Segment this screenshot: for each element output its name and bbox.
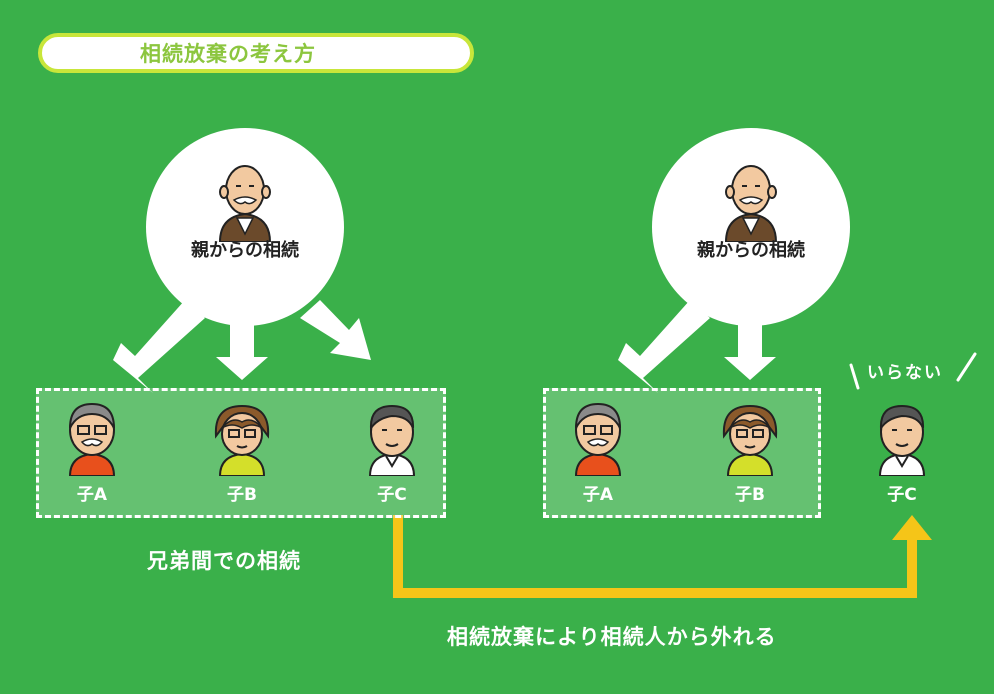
grandfather-icon	[218, 165, 272, 242]
child-label: 子C	[377, 485, 407, 505]
page-title: 相続放棄の考え方	[140, 42, 316, 66]
child-label: 子A	[582, 485, 614, 505]
remark-slash-left	[849, 363, 860, 390]
child-label: 子A	[76, 485, 108, 505]
man-icon	[878, 404, 926, 476]
remark-slash-right	[956, 352, 977, 382]
woman-icon	[214, 404, 270, 476]
arrows-left	[113, 300, 371, 393]
sibling-caption: 兄弟間での相続	[147, 549, 301, 573]
parent-circle-left: 親からの相続	[146, 128, 344, 326]
parent-label-left: 親からの相続	[191, 240, 299, 261]
arrow-to-child-a-left	[113, 300, 205, 393]
arrow-to-child-b-right	[724, 318, 776, 380]
title-banner: 相続放棄の考え方	[38, 33, 474, 73]
removal-path-arrowhead	[892, 515, 932, 540]
renunciation-caption: 相続放棄により相続人から外れる	[447, 625, 777, 649]
child-label: 子B	[227, 485, 257, 505]
woman-icon	[722, 404, 778, 476]
elder-man-icon	[574, 402, 622, 476]
arrows-right	[618, 300, 776, 393]
arrow-to-child-b-left	[216, 318, 268, 380]
man-icon	[368, 404, 416, 476]
arrow-to-child-c-left	[300, 300, 371, 360]
removal-path	[393, 515, 917, 598]
grandfather-icon	[724, 165, 778, 242]
child-label: 子B	[735, 485, 765, 505]
outside-remark: いらない	[867, 363, 943, 383]
child-label: 子C	[887, 485, 917, 505]
parent-label-right: 親からの相続	[697, 240, 805, 261]
elder-man-icon	[68, 402, 116, 476]
arrow-to-child-a-right	[618, 300, 710, 393]
parent-circle-right: 親からの相続	[652, 128, 850, 326]
